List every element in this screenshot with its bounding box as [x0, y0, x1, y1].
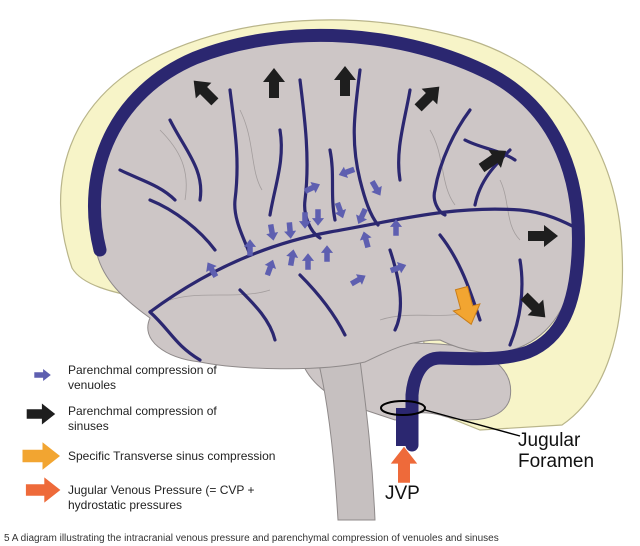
- brainstem: [317, 359, 376, 521]
- legend-text-transverse: Specific Transverse sinus compression: [68, 449, 276, 463]
- jvp-label: JVP: [385, 483, 420, 504]
- legend-text-jvp: Jugular Venous Pressure (= CVP + hydrost…: [68, 483, 255, 512]
- figure-caption: 5 A diagram illustrating the intracrania…: [4, 533, 499, 544]
- transverse-arrow-icon: [22, 442, 60, 470]
- legend-text-venuoles: Parenchmal compression of venuoles: [68, 363, 217, 392]
- venules: [118, 68, 582, 362]
- jvp-arrow-icon: [25, 477, 61, 503]
- jvp-arrow: [390, 446, 418, 483]
- foramen-pointer-line: [424, 409, 521, 437]
- jugular-foramen-ring: [380, 400, 426, 416]
- dural-sinus: [87, 28, 585, 452]
- legend-text-sinuses: Parenchmal compression of sinuses: [68, 404, 217, 433]
- jugular-foramen-label: Jugular Foramen: [518, 430, 595, 472]
- sinus-arrow-icon: [26, 403, 56, 425]
- jugular-vein: [396, 408, 416, 446]
- legend-icons: [22, 368, 61, 503]
- venule-arrow-icon: [34, 368, 51, 382]
